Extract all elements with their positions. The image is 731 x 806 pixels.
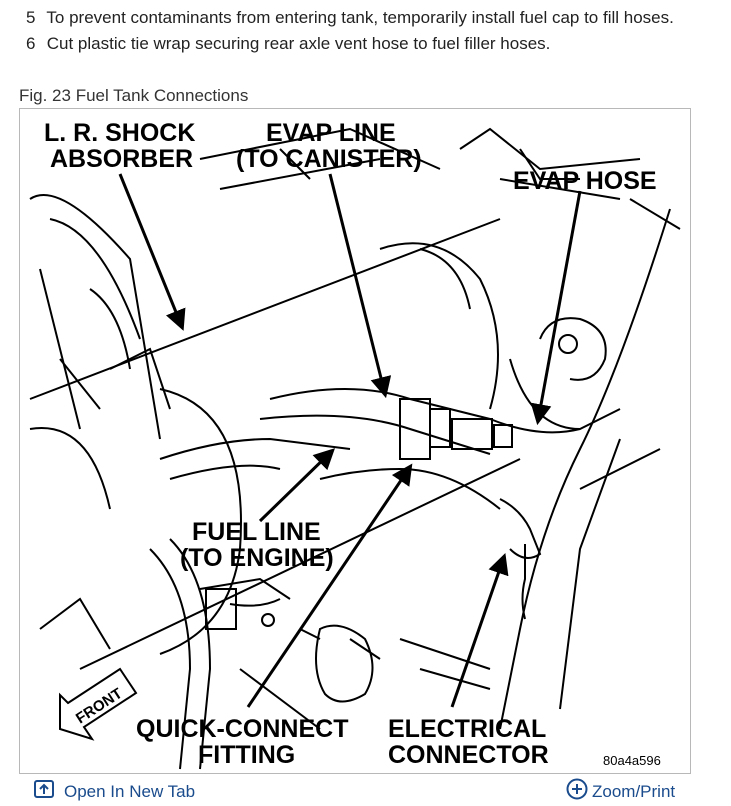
label-fuel-line-2: (TO ENGINE) [180,544,334,572]
step-number: 6 [26,34,36,53]
zoom-print-link[interactable]: Zoom/Print [566,778,675,805]
callout-arrows [118,173,582,708]
step-6: 6 Cut plastic tie wrap securing rear axl… [26,34,550,54]
figure-caption: Fig. 23 Fuel Tank Connections [19,86,249,105]
step-number: 5 [26,8,36,27]
open-in-new-tab-link[interactable]: Open In New Tab [34,780,195,803]
zoom-print-label: Zoom/Print [592,781,676,801]
figure-fuel-tank-connections: FRONT L. R. SHOCK ABSORBER EVAP LINE (TO… [19,108,691,774]
label-quick-connect-2: FITTING [198,741,295,769]
label-electrical-2: CONNECTOR [388,741,549,769]
label-shock-1: L. R. SHOCK [44,119,195,147]
label-fuel-line-1: FUEL LINE [192,518,321,546]
figure-footer: Open In New Tab Zoom/Print [0,774,731,806]
open-in-new-tab-label: Open In New Tab [64,781,196,801]
drawing-linework [29,127,681,770]
step-text: To prevent contaminants from entering ta… [46,8,674,27]
label-shock-2: ABSORBER [50,145,193,173]
zoom-plus-icon [566,778,588,805]
step-5: 5 To prevent contaminants from entering … [26,8,674,28]
label-evap-line-1: EVAP LINE [266,119,396,147]
label-evap-line-2: (TO CANISTER) [236,145,422,173]
callout-labels: L. R. SHOCK ABSORBER EVAP LINE (TO CANIS… [44,119,661,769]
open-in-new-tab-icon [34,780,54,803]
front-direction-arrow: FRONT [59,667,138,741]
technical-illustration: FRONT L. R. SHOCK ABSORBER EVAP LINE (TO… [29,119,681,770]
figure-code: 80a4a596 [603,753,661,768]
label-electrical-1: ELECTRICAL [388,715,546,743]
label-quick-connect-1: QUICK-CONNECT [136,715,349,743]
label-evap-hose: EVAP HOSE [513,167,657,195]
step-text: Cut plastic tie wrap securing rear axle … [46,34,551,53]
